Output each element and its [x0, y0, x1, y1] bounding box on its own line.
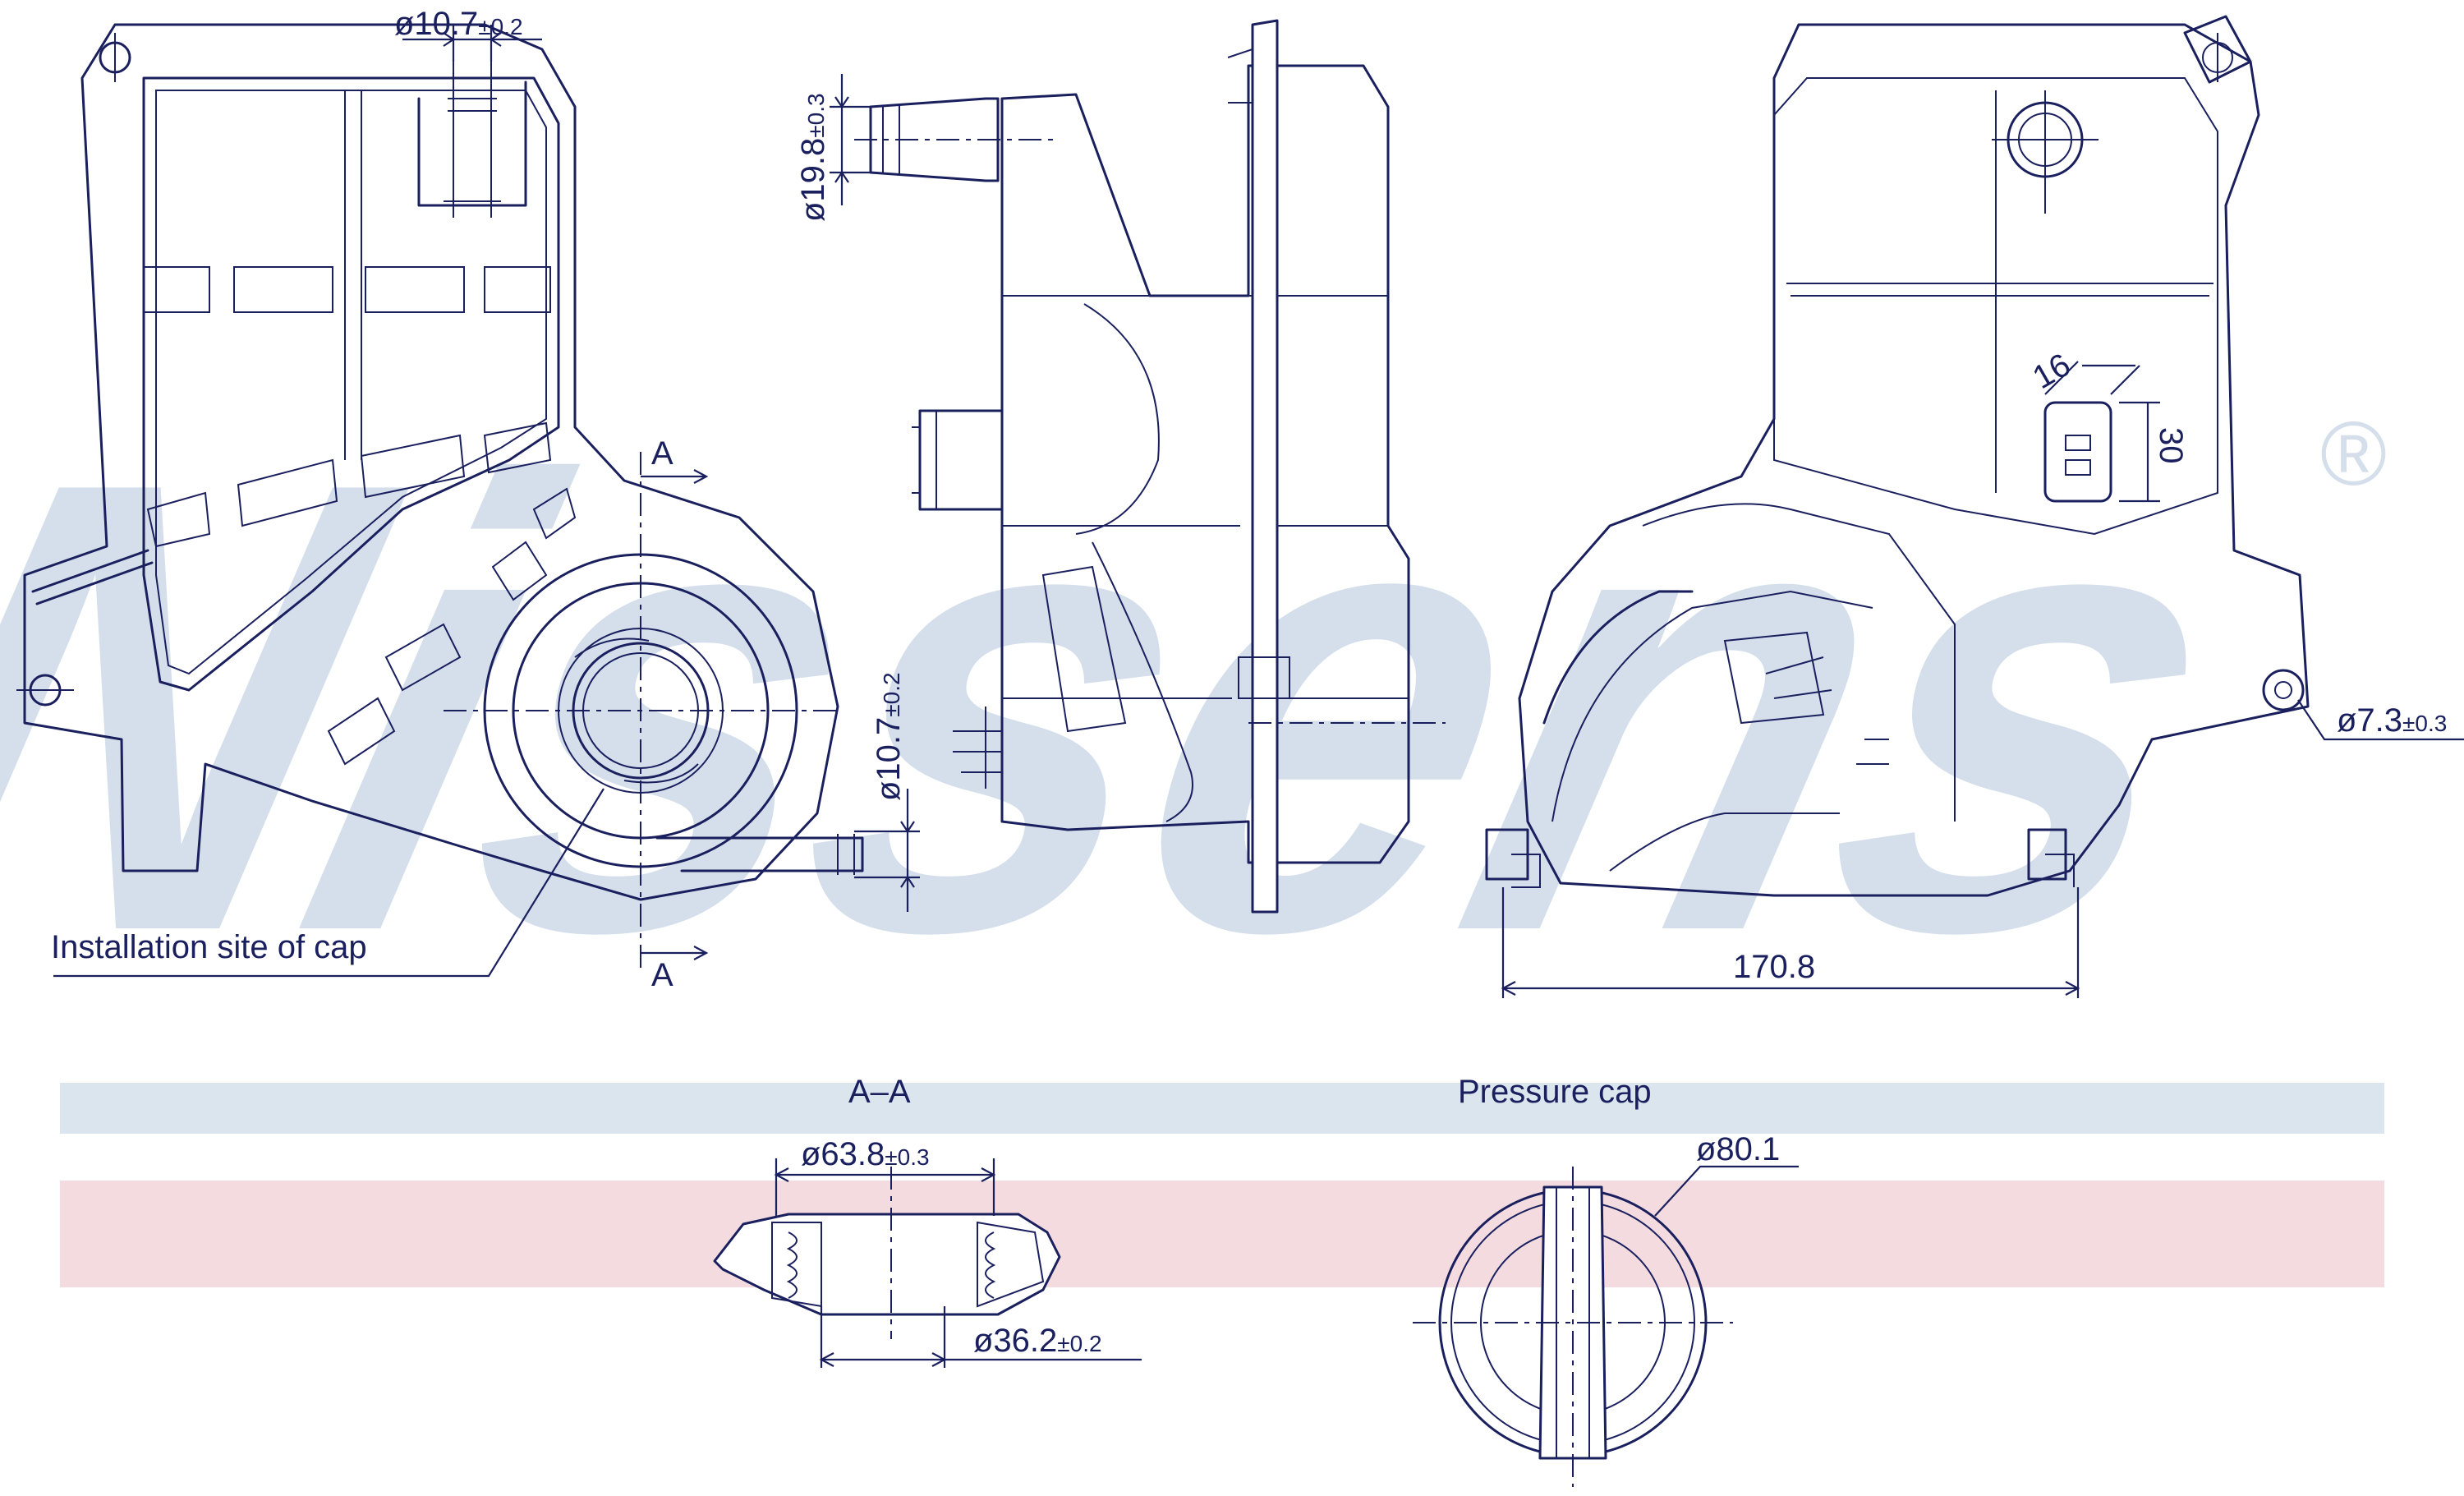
mount-hole-right	[2262, 669, 2305, 711]
side-view: ø19.8±0.3	[795, 19, 1446, 914]
dim-outlet-side-tol: ±0.2	[879, 672, 904, 716]
dim-outlet-side-value: ø10.7	[871, 717, 907, 801]
dim-outlet-top-tol: ±0.2	[478, 14, 522, 39]
dim-section-outer: ø63.8±0.3	[801, 1136, 930, 1172]
cap-title: Pressure cap	[1458, 1074, 1652, 1110]
dim-hole-value: ø7.3	[2337, 702, 2402, 739]
dim-hose-value: ø19.8	[795, 138, 831, 222]
dim-section-inner-tol: ±0.2	[1057, 1331, 1101, 1356]
band-red	[60, 1181, 2384, 1287]
dim-hole: ø7.3±0.3	[2337, 702, 2447, 739]
cap-view: Pressure cap ø80.1	[1413, 1074, 1799, 1487]
dim-hose: ø19.8±0.3	[795, 93, 831, 222]
dim-cap-diameter: ø80.1	[1696, 1131, 1780, 1167]
front-ribs	[143, 266, 577, 766]
dim-section-outer-value: ø63.8	[801, 1136, 885, 1172]
dim-width: 170.8	[1733, 949, 1815, 985]
registered-mark: ®	[2320, 403, 2387, 504]
connector-block	[2043, 401, 2112, 503]
front-view: A A ø10.7±0.2 ø10.7±0.2 Installation sit…	[16, 6, 920, 993]
dim-connector-h: 30	[2153, 427, 2189, 464]
band-blue	[60, 1083, 2384, 1134]
dim-section-inner-value: ø36.2	[973, 1323, 1057, 1359]
section-marker-bottom: A	[651, 957, 673, 993]
dim-outlet-top: ø10.7±0.2	[394, 6, 523, 42]
dim-section-inner: ø36.2±0.2	[973, 1323, 1102, 1359]
section-view: A–A ø63.8±0.3 ø36.2±0.2	[713, 1074, 1142, 1368]
dim-section-outer-tol: ±0.3	[885, 1144, 929, 1170]
cap-installation-label: Installation site of cap	[51, 929, 367, 965]
dim-outlet-side: ø10.7±0.2	[871, 672, 907, 801]
dim-hose-tol: ±0.3	[803, 93, 829, 137]
section-title: A–A	[848, 1074, 911, 1110]
dim-outlet-top-value: ø10.7	[394, 6, 478, 42]
dim-hole-tol: ±0.3	[2402, 711, 2447, 736]
section-marker-top: A	[651, 435, 673, 472]
